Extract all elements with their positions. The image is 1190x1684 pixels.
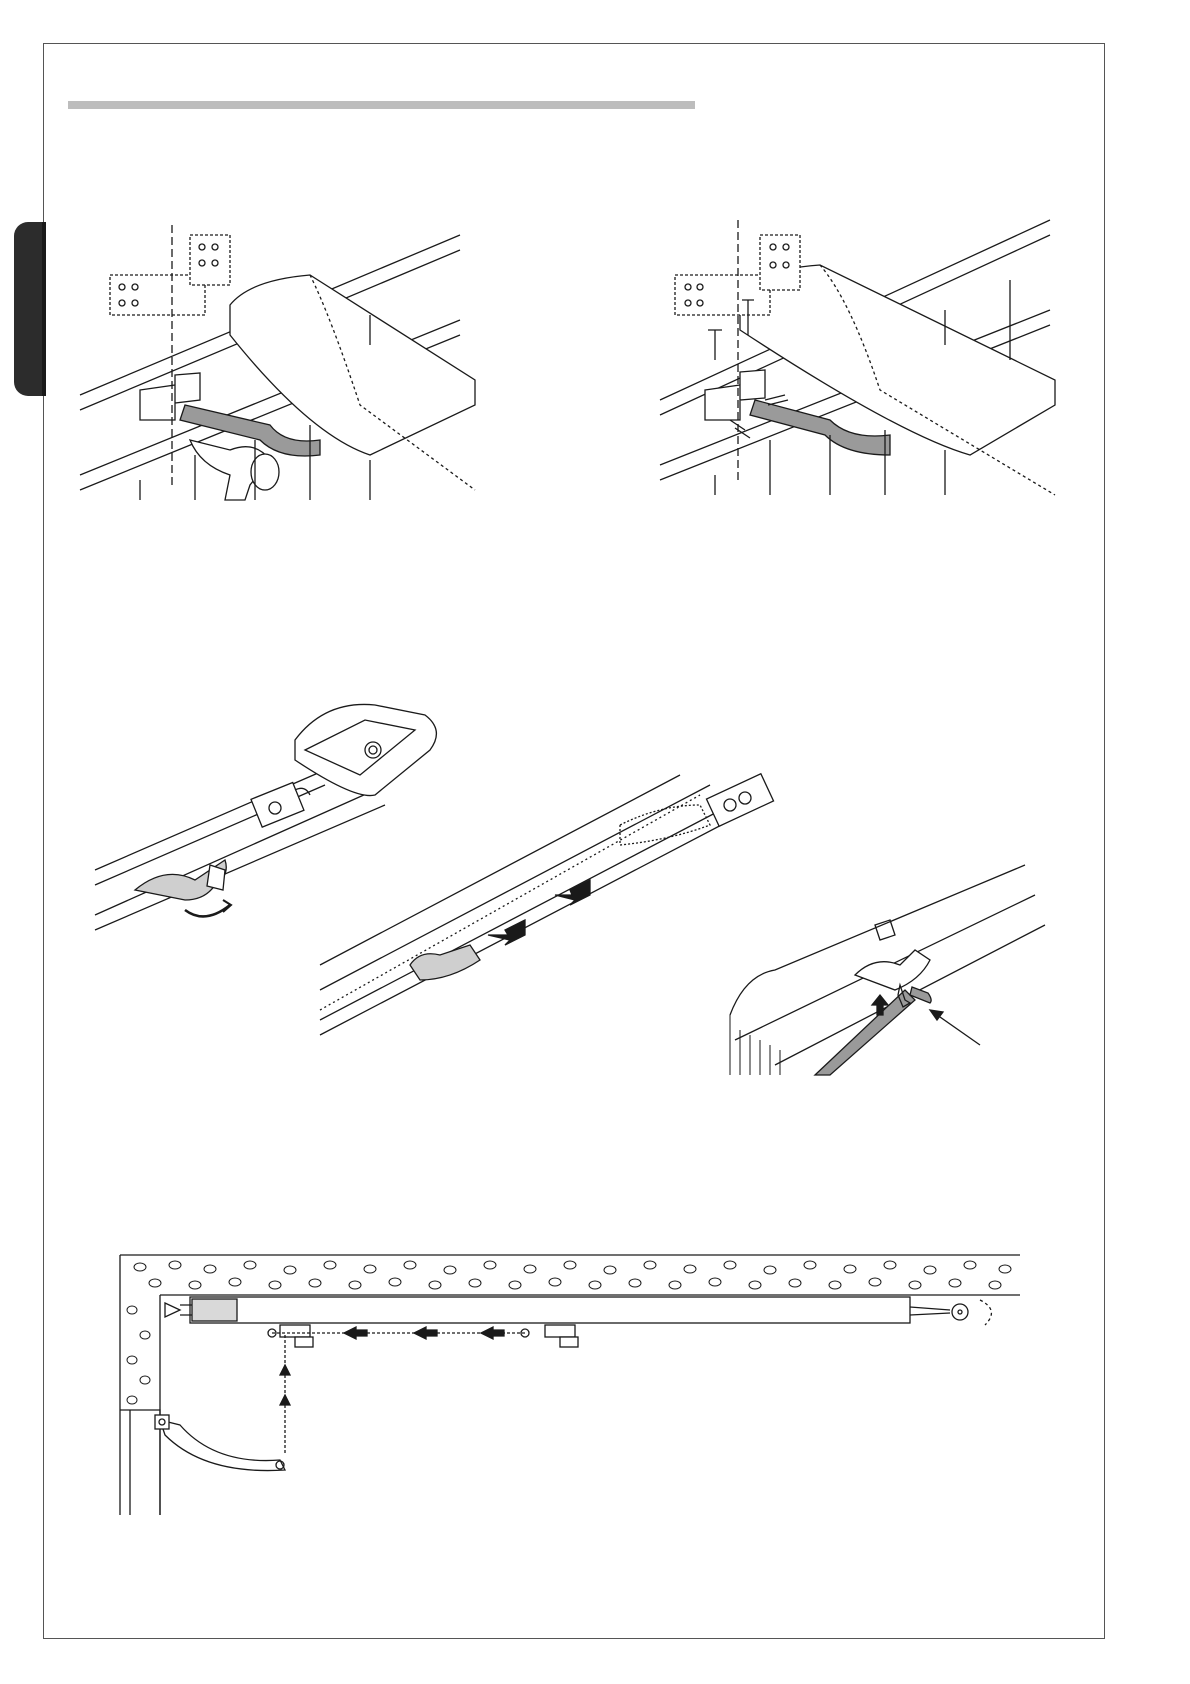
figure-fix-bracket-screws: [660, 220, 1060, 520]
language-side-tab: [14, 222, 46, 396]
figure-drill-bracket: [80, 225, 480, 525]
section-header-bar: [68, 101, 695, 109]
figure-top-view-assembly: [120, 1255, 1020, 1525]
figure-insert-pin: [715, 865, 1045, 1075]
